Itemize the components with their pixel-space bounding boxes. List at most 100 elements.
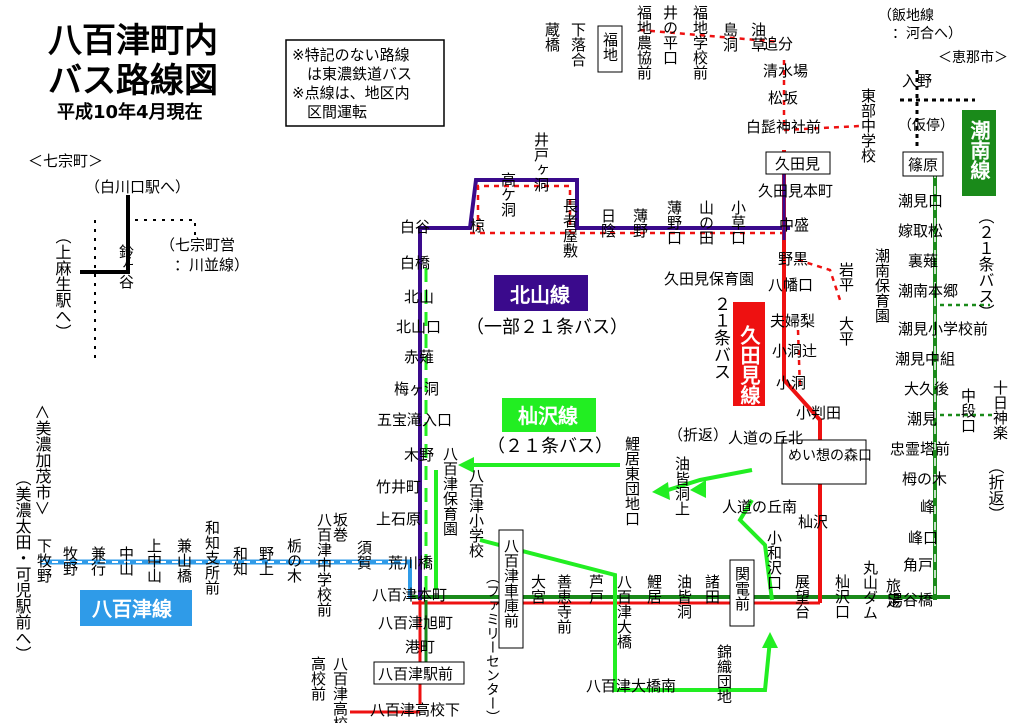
stop-usuno: 薄野 xyxy=(631,208,649,238)
stop-maruyama-dam: 丸山ダム xyxy=(861,560,879,620)
soma-line-south xyxy=(479,538,772,692)
stop-shiomi-sho: 潮見小学校前 xyxy=(898,320,988,338)
stop-shiomiguchi: 潮見口 xyxy=(898,192,943,210)
notes-box xyxy=(285,39,445,127)
soma-line-hitomichi xyxy=(737,498,774,601)
note-1: ※特記のない路線 xyxy=(292,46,410,64)
dir-shirakawaguchi: （白川口駅へ） xyxy=(85,178,190,196)
stop-tobu-chu: 東部中学校 xyxy=(859,88,877,163)
stop-tochinoki: 栃の木 xyxy=(285,538,303,583)
stop-shako: 八百津車庫前 xyxy=(502,538,520,629)
dir-nanasou-ei-1: （七宗町営 xyxy=(160,236,235,254)
stop-kaneyuki: 兼行 xyxy=(89,546,107,577)
stop-kosoda: 小判田 xyxy=(796,404,841,422)
stop-yomegato: 嫁取松 xyxy=(898,222,943,240)
stop-chuuzan: 中山 xyxy=(117,546,135,576)
stop-somazawa-guchi: 杣沢口 xyxy=(833,574,851,619)
stop-aburainoura: 油皆洞 xyxy=(675,574,693,619)
stop-kanden: 関電前 xyxy=(733,566,751,612)
dir-iiji-1: （飯地線 xyxy=(878,7,934,24)
dir-nanasou-ei-2: ：川並線） xyxy=(174,256,249,274)
stop-yaotsu-ohashi: 八百津大橋 xyxy=(615,574,633,649)
stop-kogui: 鯉居 xyxy=(645,574,663,604)
stop-omiya: 大宮 xyxy=(529,574,547,604)
stop-minekawa: 峰口 xyxy=(908,529,938,547)
shiomi-label: 潮南線 xyxy=(967,120,991,180)
stop-makino: 牧野 xyxy=(61,546,79,576)
stop-fukuchi: 福地 xyxy=(601,32,619,62)
stop-yaotsu-koko: 八百津高校下 xyxy=(370,701,460,719)
stop-shirahige: 白髭神社前 xyxy=(746,118,821,136)
kutami-line-vertical xyxy=(782,150,822,603)
dir-kamiasou: （上麻生駅へ） xyxy=(53,228,72,340)
stop-sakasa: 坂巻 xyxy=(331,512,349,542)
kobora-dash xyxy=(796,329,802,391)
boxed-stops: 福地 久田見 篠原 めい想の森口 八百津車庫前 関電前 八百津駅前 xyxy=(373,25,944,685)
soma-line-orikaeshi xyxy=(667,468,753,492)
stop-nakamori: 中盛 xyxy=(779,216,809,234)
stop-ohira: 大平 xyxy=(837,316,855,346)
soma-arrow-left xyxy=(458,457,474,473)
stop-kowazawa: 小和沢口 xyxy=(765,530,783,590)
soma-arrow-up xyxy=(762,632,778,648)
stop-arakawabashi: 荒川橋 xyxy=(388,554,433,572)
route-lines xyxy=(40,28,995,714)
shiomi-label-box xyxy=(962,110,996,196)
stop-sukiya: 須賀 xyxy=(355,540,373,570)
stop-kitayama: 北山 xyxy=(404,288,434,306)
stop-shimomakino: 下牧野 xyxy=(35,538,53,583)
stop-churei: 忠霊塔前 xyxy=(890,440,950,458)
kawanami-dash xyxy=(135,219,196,240)
stop-shirahashi: 白橋 xyxy=(400,254,430,272)
stop-kobora: 小洞 xyxy=(776,374,806,392)
note-2: は東濃鉄道バス xyxy=(292,65,412,83)
stop-umegahora: 梅ヶ洞 xyxy=(394,380,439,398)
fukuchi-dash xyxy=(639,28,781,44)
stop-fukuchi-nokyo: 福地農協前 xyxy=(635,5,653,81)
kutami-sub: ２１条バス xyxy=(710,295,731,380)
stop-kurahashi: 蔵橋 xyxy=(543,22,561,52)
stop-aburakusa: 油草 xyxy=(749,22,767,52)
soma-label: 杣沢線 xyxy=(518,404,578,428)
stop-wachi-shisho: 和知支所前 xyxy=(203,520,221,596)
stop-yaotsu-asahi: 八百津旭町 xyxy=(378,614,453,632)
stop-kutami-honmachi: 久田見本町 xyxy=(758,182,833,200)
stop-ashido: 芦戸 xyxy=(587,574,605,604)
dir-nanasou: ＜七宗町＞ xyxy=(28,152,103,170)
stop-yaotsu-ekimae: 八百津駅前 xyxy=(378,665,453,683)
stop-yamanota: 山の田 xyxy=(697,200,715,245)
stop-somazawa: 杣沢 xyxy=(798,513,828,531)
stop-yaotsu-chu: 八百津中学校前 xyxy=(315,512,333,618)
stop-nagayashiki: 長者屋敷 xyxy=(561,198,579,259)
stop-hitomichi-kita: 人道の丘北 xyxy=(728,429,803,447)
stop-yaotsu-sho: 八百津小学校 xyxy=(467,468,485,558)
stop-hitomichi-minami: 人道の丘南 xyxy=(722,498,797,516)
stop-okubo: 大久後 xyxy=(904,380,949,398)
stop-shiomi-nakagumi: 潮見中組 xyxy=(895,350,955,368)
stop-shiominami-hongo: 潮南本郷 xyxy=(898,282,958,300)
stop-kobora-tsuji: 小洞辻 xyxy=(772,342,817,360)
stop-kaneyama-bashi: 兼山橋 xyxy=(175,538,193,583)
title-line2: バス路線図 xyxy=(48,61,218,101)
stop-nonoue: 野上 xyxy=(257,546,275,576)
stop-inohira: 井の平口 xyxy=(661,5,679,65)
dir-orikaeshi-1: （折返） xyxy=(668,426,728,444)
stop-tokamiyashiro: 十日神楽 xyxy=(991,380,1009,440)
stop-hachiman: 八幡口 xyxy=(768,276,813,294)
stop-takado: 高ケ洞 xyxy=(499,172,517,217)
kitayama-label-box xyxy=(494,275,588,311)
stop-minatomachi: 港町 xyxy=(405,638,435,656)
stop-zenkei: 善恵寺前 xyxy=(555,574,573,635)
soma-sub: （２１条バス） xyxy=(487,436,613,457)
stop-meisou: めい想の森口 xyxy=(788,448,872,464)
stop-labels-horizontal: 追分 清水場 松坂 白髭神社前 入野 久田見本町 白谷 白橋 北山 北山口 赤薙… xyxy=(370,35,988,719)
stop-yaotsu-hoiku: 八百津保育園 xyxy=(441,446,459,536)
dir-minoota: （美濃太田・可児駅前へ） xyxy=(13,470,32,662)
stop-kitayamaguchi: 北山口 xyxy=(396,318,441,336)
stop-shimahora: 島洞 xyxy=(721,22,739,52)
stop-shimoochiai: 下落合 xyxy=(569,22,587,67)
stop-usunoguchi: 薄野口 xyxy=(665,200,683,245)
stop-kutami: 久田見 xyxy=(775,155,820,173)
stop-yaotsu-ohashi-minami: 八百津大橋南 xyxy=(586,677,676,695)
stop-wachi: 和知 xyxy=(231,546,249,576)
